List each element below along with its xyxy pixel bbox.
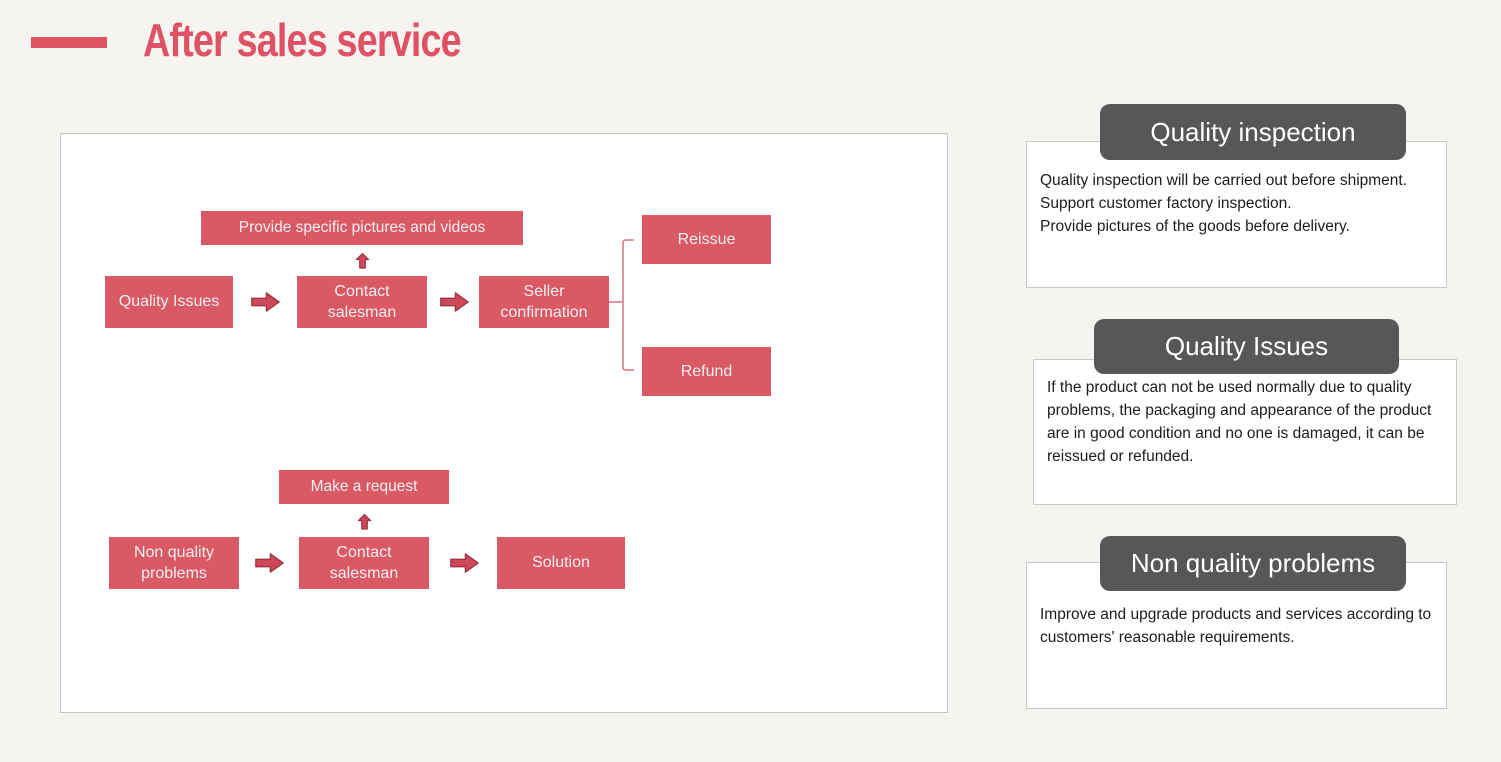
panel-header-non-quality-problems: Non quality problems [1100, 536, 1406, 591]
flow-arrow-right-icon [440, 292, 469, 312]
flow-step-contact-salesman-1: Contact salesman [297, 276, 427, 328]
page-title: After sales service [143, 14, 462, 66]
panel-text: If the product can not be used normally … [1047, 379, 1432, 465]
flowchart-panel: Provide specific pictures and videos Qua… [60, 133, 948, 713]
flow-note-provide-pictures: Provide specific pictures and videos [201, 211, 523, 245]
panel-text: Improve and upgrade products and service… [1040, 606, 1432, 646]
flow-step-quality-issues: Quality Issues [105, 276, 233, 328]
flow-step-seller-confirmation: Seller confirmation [479, 276, 609, 328]
panel-body-quality-inspection: Quality inspection will be carried out b… [1026, 141, 1447, 288]
flow-step-solution: Solution [497, 537, 625, 589]
panel-header-quality-inspection: Quality inspection [1100, 104, 1406, 160]
flow-arrow-right-icon [255, 553, 284, 573]
branch-bracket-icon [609, 239, 634, 371]
flow-arrow-right-icon [450, 553, 479, 573]
panel-body-quality-issues: If the product can not be used normally … [1033, 359, 1457, 505]
flow-arrow-right-icon [251, 292, 280, 312]
flow-note-make-request: Make a request [279, 470, 449, 504]
flow-arrow-up-icon [355, 252, 370, 269]
flow-arrow-up-icon [357, 513, 372, 530]
panel-header-quality-issues: Quality Issues [1094, 319, 1399, 374]
flow-step-contact-salesman-2: Contact salesman [299, 537, 429, 589]
flow-step-non-quality-problems: Non quality problems [109, 537, 239, 589]
title-dash [31, 37, 107, 48]
panel-text: Quality inspection will be carried out b… [1040, 172, 1408, 235]
flow-outcome-refund: Refund [642, 347, 771, 396]
flow-outcome-reissue: Reissue [642, 215, 771, 264]
